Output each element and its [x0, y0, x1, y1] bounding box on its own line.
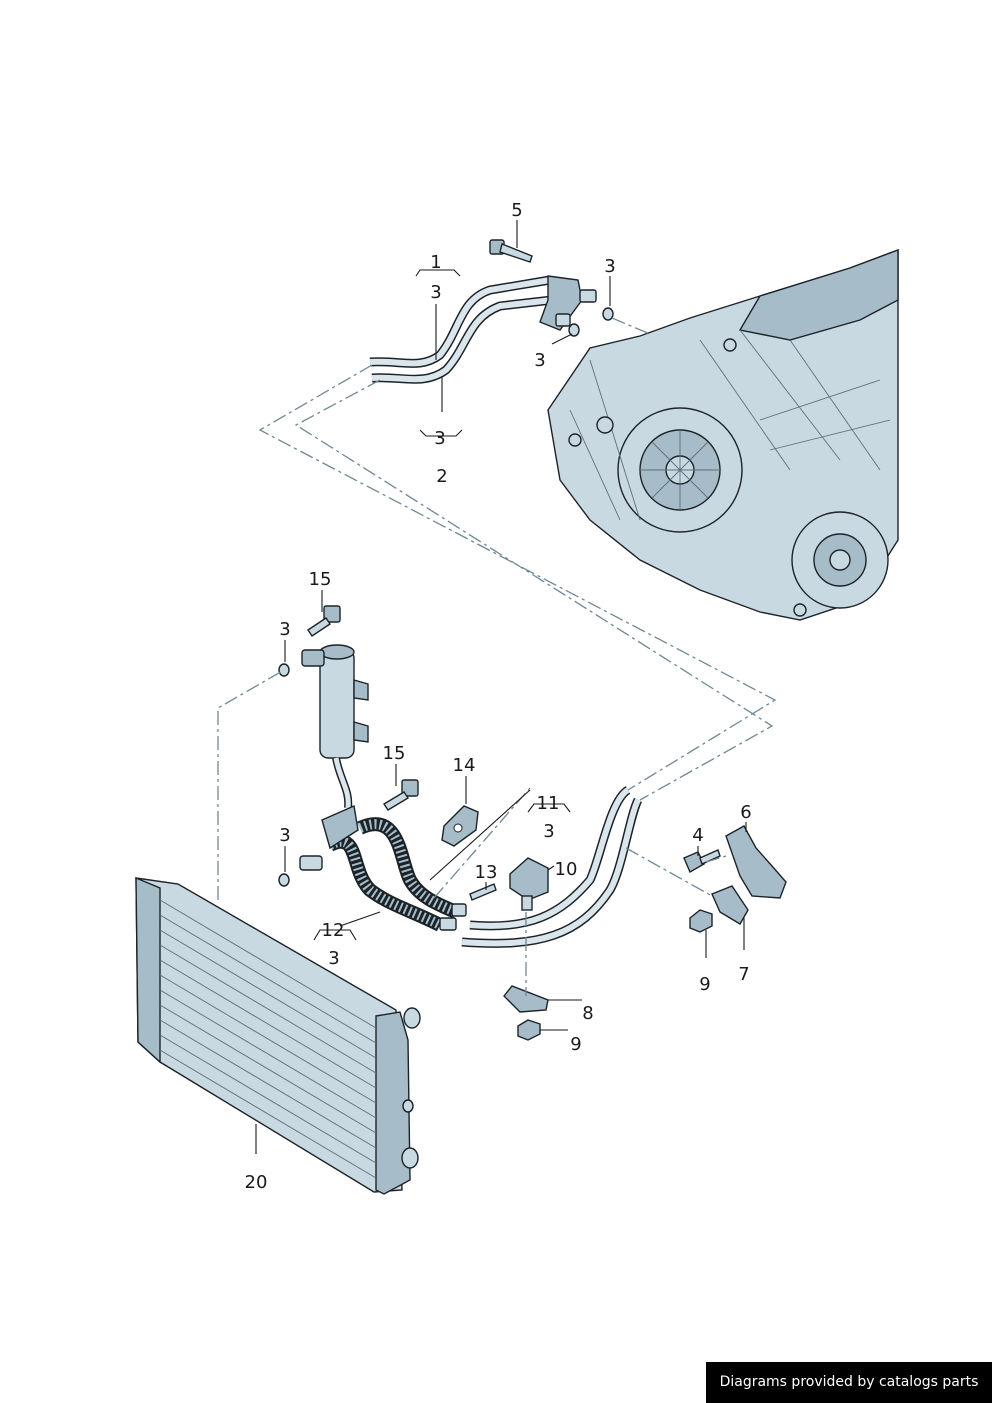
label-15: 15: [383, 743, 406, 764]
label-3: 3: [604, 256, 615, 277]
label-3: 3: [543, 821, 554, 842]
oil-filter: [301, 644, 369, 809]
label-3: 3: [534, 350, 545, 371]
bolt-15-mid: [383, 779, 419, 811]
flexible-hoses: [299, 804, 467, 932]
label-3: 3: [434, 428, 445, 449]
bolt-13: [469, 883, 497, 901]
bolt-15-top: [307, 605, 341, 637]
label-9: 9: [699, 974, 710, 995]
label-20: 20: [245, 1172, 268, 1193]
part-labels: 1 3 2 3 5 3 3 15 3 15 14 11 3 3 13 10 12…: [245, 200, 752, 1193]
radiator: [135, 876, 421, 1195]
seal-ring-b: [568, 323, 580, 337]
label-9: 9: [570, 1034, 581, 1055]
rigid-lines-lower: [461, 786, 643, 948]
label-3: 3: [279, 619, 290, 640]
connection-lines: [217, 317, 777, 996]
label-15: 15: [309, 569, 332, 590]
label-3: 3: [430, 282, 441, 303]
label-10: 10: [555, 859, 578, 880]
transmission-housing: [547, 248, 899, 621]
label-8: 8: [582, 1003, 593, 1024]
nut-9-lower: [517, 1019, 541, 1041]
label-3: 3: [279, 825, 290, 846]
clip-14: [441, 805, 479, 847]
seal-ring-d: [278, 873, 290, 887]
label-11: 11: [537, 793, 560, 814]
watermark-banner: Diagrams provided by catalogs parts: [706, 1362, 992, 1403]
label-6: 6: [740, 802, 751, 823]
leader-lines: [255, 220, 747, 1154]
upper-cooler-lines: [369, 275, 597, 384]
nut-9-right: [689, 909, 713, 933]
label-1: 1: [430, 252, 441, 273]
clamp-7: [711, 885, 749, 925]
bolt-5: [489, 239, 533, 263]
bracket-6: [725, 825, 787, 899]
bolt-4: [683, 849, 721, 873]
label-13: 13: [475, 862, 498, 883]
label-2: 2: [436, 466, 447, 487]
label-14: 14: [453, 755, 476, 776]
label-12: 12: [322, 920, 345, 941]
label-5: 5: [511, 200, 522, 221]
label-3: 3: [328, 948, 339, 969]
label-7: 7: [738, 964, 749, 985]
seal-ring-a: [602, 307, 614, 321]
label-4: 4: [692, 825, 703, 846]
bracket-10: [509, 857, 549, 911]
bracket-8: [503, 985, 549, 1013]
